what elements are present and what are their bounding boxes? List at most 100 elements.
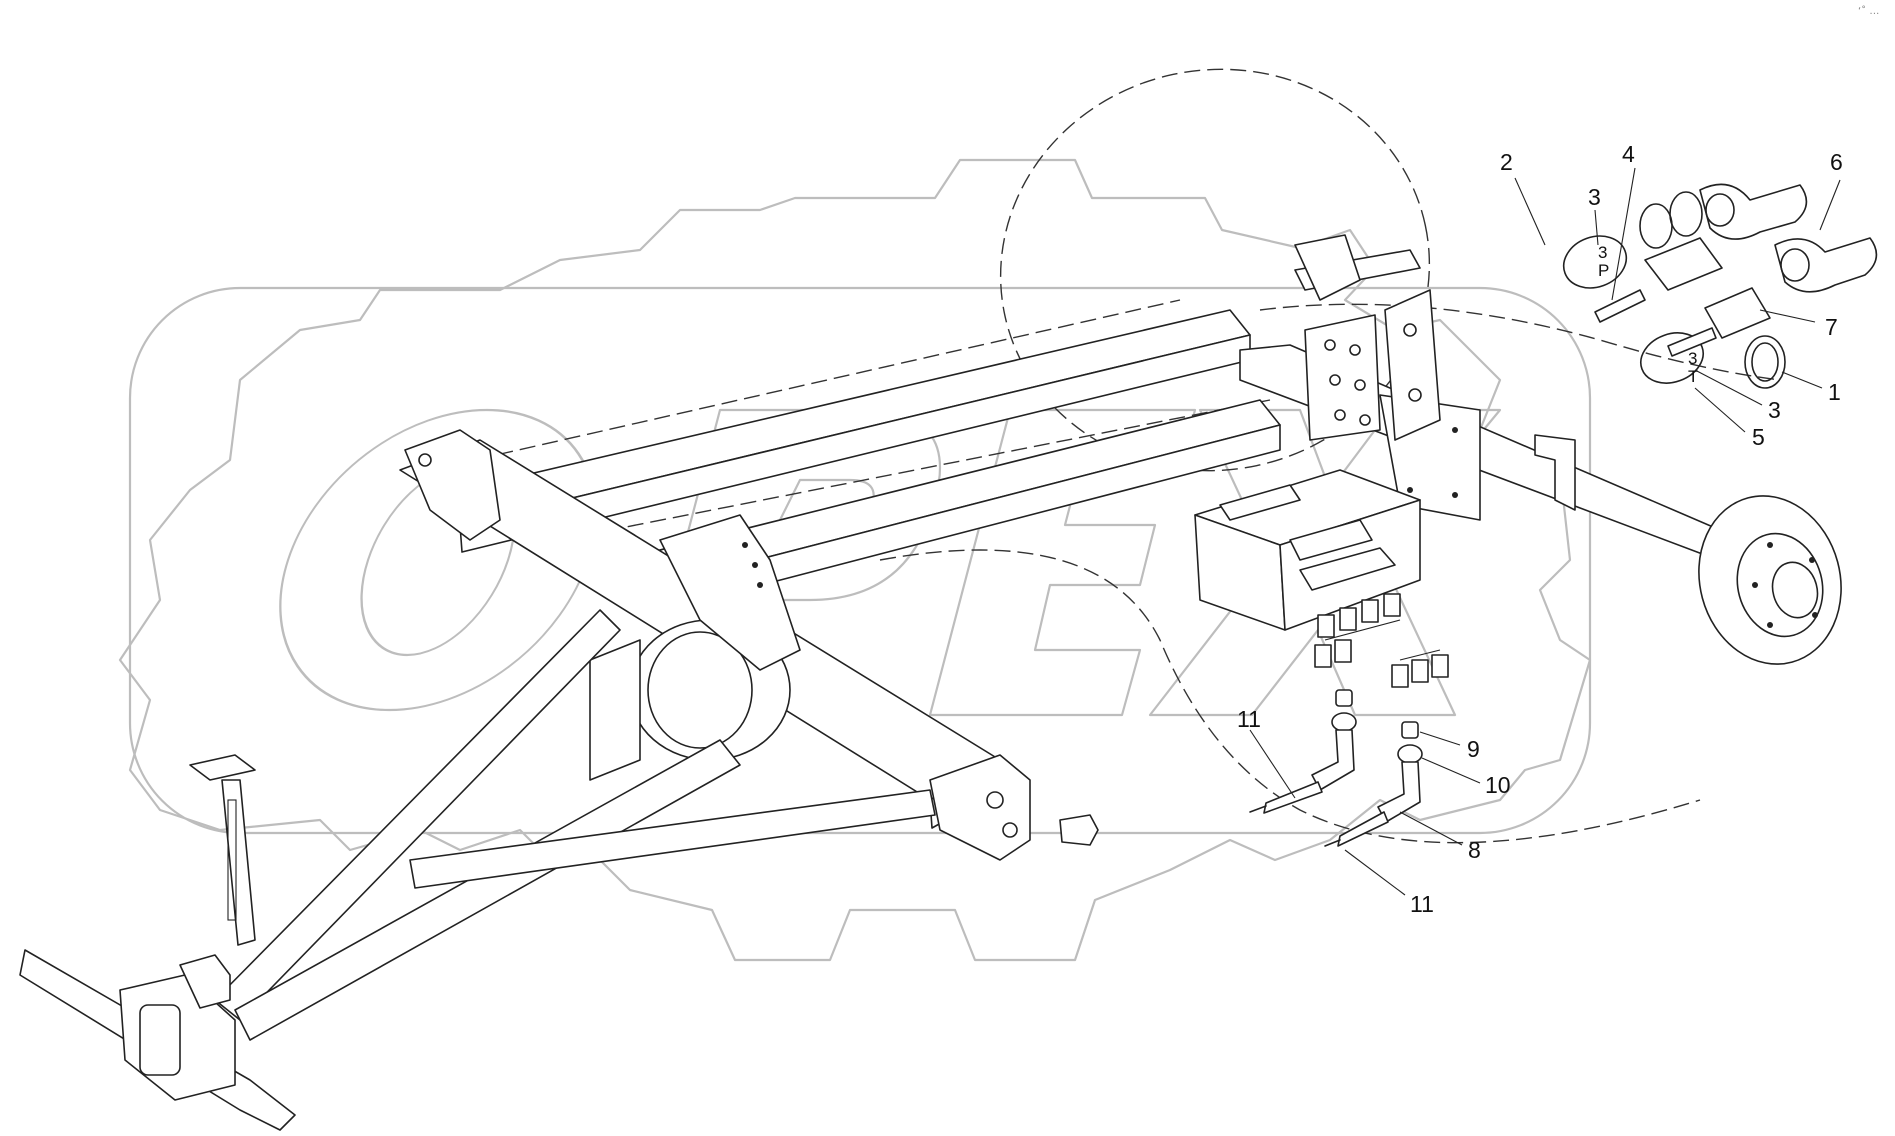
mounting-bolt-upper <box>1594 289 1646 323</box>
callout-2: 2 <box>1500 149 1513 175</box>
rear-mount-plate-large <box>1384 289 1441 441</box>
adapter-link-left <box>1324 619 1401 641</box>
hitch-housing-window <box>139 1004 181 1076</box>
callout-3-lower: 3 <box>1768 397 1781 423</box>
corner-mark: ‘˚ ․․․ <box>1858 5 1879 17</box>
watermark-gear-outline <box>118 158 1592 962</box>
rear-plate-hole-1 <box>1403 323 1417 337</box>
leader-1 <box>1781 371 1823 389</box>
rear-plate-hole-2 <box>1408 388 1422 402</box>
block-fitting-1 <box>1317 614 1335 638</box>
rear-upper-brackets <box>1294 234 1441 441</box>
o-ring-lower <box>1744 335 1786 389</box>
coupler-body-upper <box>1644 237 1723 291</box>
elbow-fitting-left <box>1311 729 1355 791</box>
jack-stand-post <box>221 779 256 946</box>
right-bracket-hole-2 <box>1002 822 1018 838</box>
leader-10 <box>1421 757 1481 784</box>
drawbar-left-arm <box>214 609 621 1021</box>
leader-3a <box>1594 209 1599 246</box>
coupler-body-lower <box>1704 287 1771 339</box>
leader-2 <box>1514 177 1546 246</box>
block-fitting-3 <box>1361 599 1379 623</box>
hub-stud-3 <box>1812 612 1818 618</box>
jack-stand-holes <box>227 799 237 921</box>
rear-mount-plate-small <box>1304 314 1381 441</box>
watermark-rounded-frame <box>128 286 1592 835</box>
left-bracket-hole <box>418 453 432 467</box>
dashed-frame-line-3 <box>559 399 1271 541</box>
dashed-frame-line-1 <box>429 299 1181 471</box>
callout-1: 1 <box>1828 379 1841 405</box>
o-ring-upper-1 <box>1639 203 1673 249</box>
swivel-nut-right <box>1397 744 1423 764</box>
callout-9: 9 <box>1467 736 1480 762</box>
leader-9 <box>1419 731 1461 746</box>
tower-bolt-2 <box>752 562 758 568</box>
adapter-right-3 <box>1431 654 1449 678</box>
leader-3b <box>1694 369 1763 406</box>
snap-ring-upper <box>1562 235 1628 289</box>
callout-11-left: 11 <box>1237 706 1261 732</box>
upper-linkage-bracket <box>1294 234 1361 301</box>
mounting-bolt-lower <box>1667 327 1717 357</box>
small-plate-hole-1 <box>1324 339 1336 351</box>
leader-7 <box>1759 309 1816 323</box>
leader-11b <box>1344 849 1406 896</box>
o-ring-lower-inner <box>1751 342 1779 382</box>
hub-stud-4 <box>1767 622 1773 628</box>
tower-bolt-3 <box>757 582 763 588</box>
watermark-letter-e <box>928 408 1197 717</box>
callout-7: 7 <box>1825 314 1838 340</box>
adapter-left-1 <box>1314 644 1332 668</box>
center-cylinder-rim <box>647 631 753 749</box>
axle-plate-bolt-3 <box>1407 487 1413 493</box>
valve-spool-3 <box>1299 547 1396 591</box>
hose-left-end-tip <box>1249 805 1267 813</box>
drawbar-right-arm <box>234 739 741 1041</box>
block-fitting-4 <box>1383 593 1401 617</box>
coupler-mark-3-upper: 3 <box>1598 243 1607 262</box>
adapter-link-right <box>1399 649 1441 661</box>
drawbar-brace <box>409 789 936 889</box>
swivel-nut-left <box>1331 712 1357 732</box>
hub-stud-2 <box>1809 557 1815 563</box>
callout-10: 10 <box>1485 772 1511 798</box>
hub-stud-5 <box>1752 582 1758 588</box>
callout-3-upper: 3 <box>1588 184 1601 210</box>
coupler-mark-3-lower: 3 <box>1688 349 1697 368</box>
dust-cap-lower-opening <box>1780 248 1810 282</box>
leader-5 <box>1694 387 1746 433</box>
center-tower-bracket <box>659 514 801 671</box>
hose-right <box>1337 811 1389 847</box>
small-plate-hole-2 <box>1349 344 1361 356</box>
seal-washer-right <box>1401 721 1419 739</box>
callout-labels: 2 3 4 6 7 1 3 5 9 10 8 11 11 <box>1237 141 1843 917</box>
callout-leaders <box>1249 167 1841 896</box>
trailer-frame <box>19 309 1281 1131</box>
coupler-mark-p: P <box>1598 261 1609 280</box>
jack-stand-top-plate <box>189 754 256 781</box>
hose-right-end-tip <box>1324 839 1341 847</box>
bushing-right <box>1059 814 1099 846</box>
dust-cap-upper <box>1699 183 1808 240</box>
hose-left <box>1263 781 1323 814</box>
dashed-wheel-outline <box>999 68 1431 472</box>
valve-spool-2 <box>1289 519 1373 561</box>
dashed-hose-route-lower <box>879 549 1701 844</box>
leader-6 <box>1819 179 1841 231</box>
adapter-right-1 <box>1391 664 1409 688</box>
adapter-right-2 <box>1411 659 1429 683</box>
valve-spool-1 <box>1219 484 1301 521</box>
block-fitting-2 <box>1339 607 1357 631</box>
leader-4 <box>1611 167 1636 301</box>
axle-plate-bolt-2 <box>1452 427 1458 433</box>
wheel-hub-drum <box>1698 495 1842 665</box>
adapter-left-2 <box>1334 639 1352 663</box>
left-end-bracket <box>404 429 501 541</box>
hydraulic-valve-block <box>1194 469 1449 688</box>
small-plate-hole-5 <box>1334 409 1346 421</box>
leader-11a <box>1249 729 1296 799</box>
hub-stud-1 <box>1767 542 1773 548</box>
